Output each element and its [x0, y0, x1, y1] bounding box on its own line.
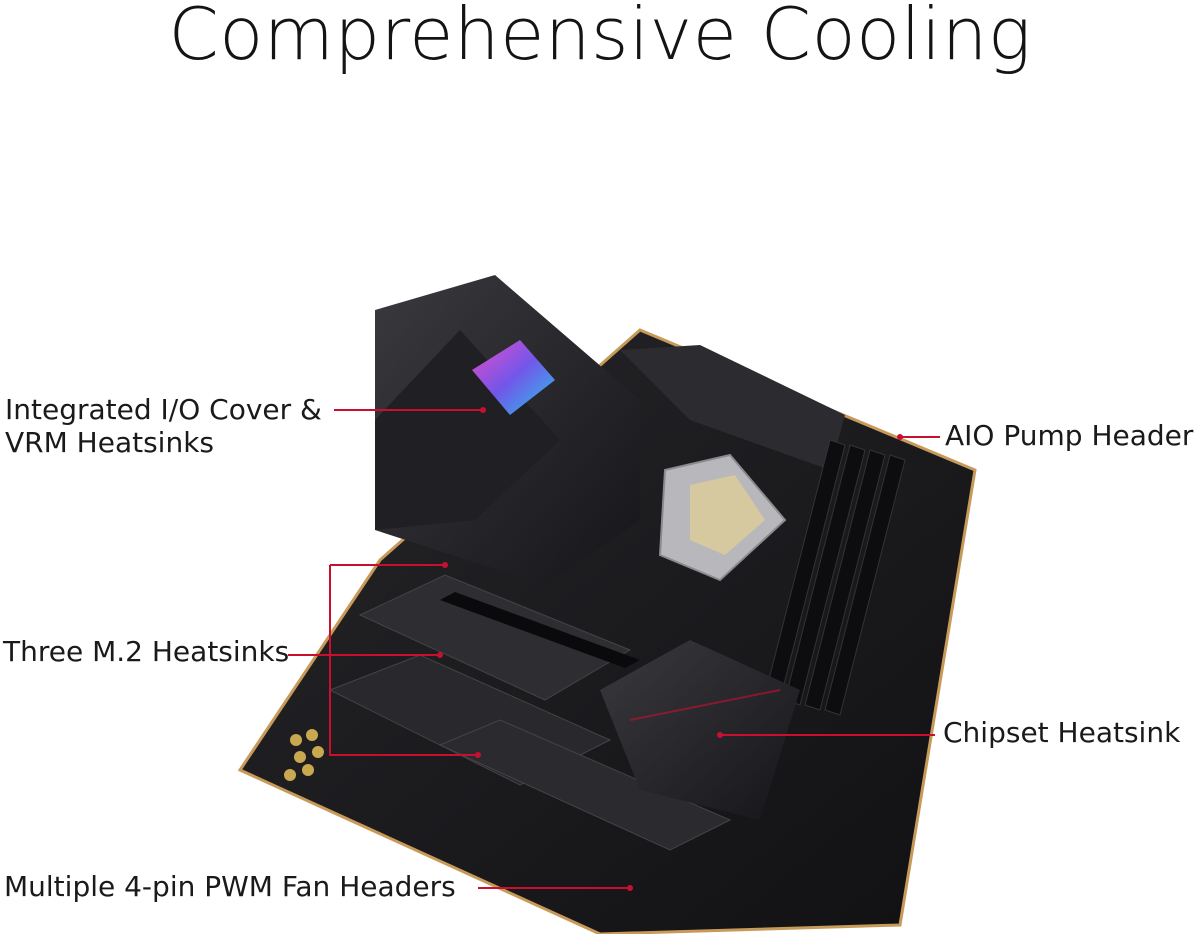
callout-dots — [437, 407, 903, 891]
pcie-slot — [440, 592, 640, 668]
rog-logo-rgb — [472, 340, 555, 415]
page-title: Comprehensive Cooling — [168, 0, 1032, 76]
m2-heatsink-bottom — [438, 719, 732, 851]
callout-m2-heatsinks: Three M.2 Heatsinks — [3, 635, 290, 668]
ram-slots — [764, 439, 906, 716]
callout-io-cover: Integrated I/O Cover & — [5, 393, 322, 426]
callout-chipset-heatsink: Chipset Heatsink — [943, 716, 1181, 749]
callout-vrm-heatsinks: VRM Heatsinks — [5, 426, 215, 459]
callout-lines — [288, 409, 940, 889]
chipset-heatsink — [600, 640, 800, 820]
m2-heatsink-top — [358, 574, 632, 701]
callout-fan-headers: Multiple 4-pin PWM Fan Headers — [4, 870, 456, 903]
callout-aio-pump: AIO Pump Header — [945, 419, 1194, 452]
io-cover-face — [375, 330, 560, 530]
audio-capacitors — [284, 729, 324, 781]
vrm-top-heatsink — [620, 345, 845, 470]
cpu-socket-inner — [690, 475, 765, 555]
pcb-board — [237, 328, 977, 934]
